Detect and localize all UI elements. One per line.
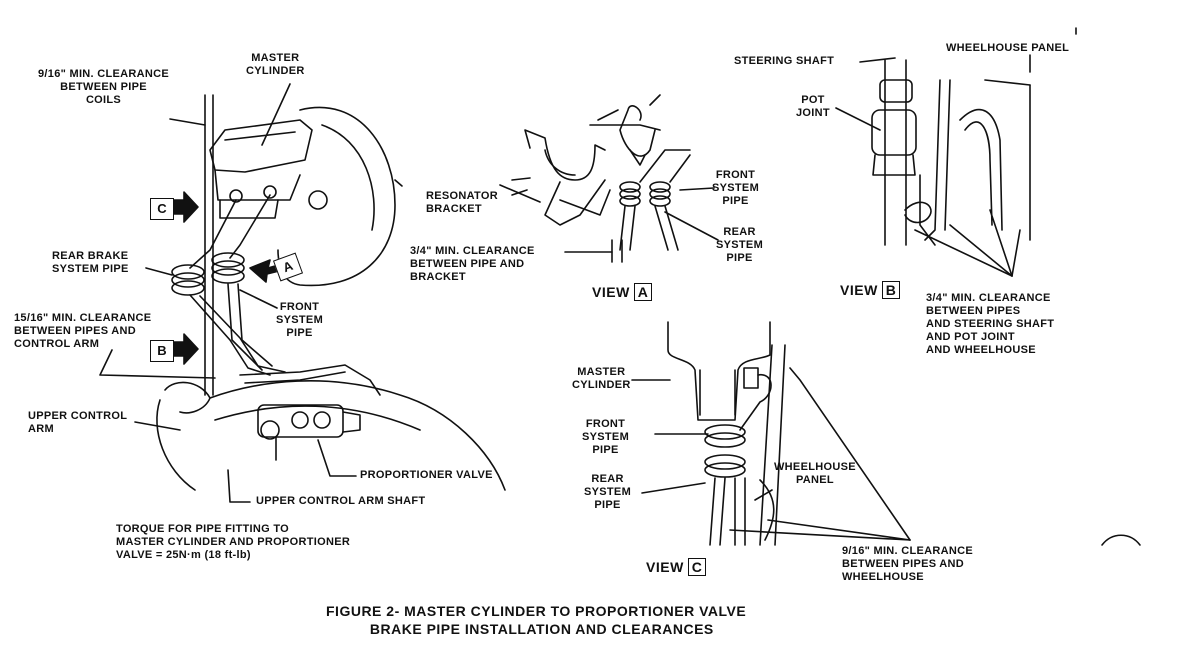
view-b-label-pot-joint: POT JOINT — [796, 94, 830, 119]
view-c-label-front-system-pipe: FRONT SYSTEM PIPE — [582, 418, 630, 456]
label-clearance-pipe-coils: 9/16" MIN. CLEARANCE BETWEEN PIPE COILS — [38, 68, 170, 106]
view-c-drawing — [631, 321, 911, 546]
view-c-letter-box: C — [687, 558, 707, 576]
view-b-letter-box: B — [881, 281, 901, 299]
view-b-drawing — [835, 54, 1031, 277]
view-b-label-steering-shaft: STEERING SHAFT — [734, 55, 835, 67]
view-a-letter-box: A — [633, 283, 653, 301]
view-c-arrow-label: C — [150, 198, 174, 220]
view-c-label-wheelhouse-panel: WHEELHOUSE PANEL — [774, 461, 856, 486]
view-a-label-front-system-pipe: FRONT SYSTEM PIPE — [712, 169, 760, 207]
label-upper-control-arm: UPPER CONTROL ARM — [28, 410, 128, 435]
view-b-arrow-label: B — [150, 340, 174, 362]
view-b-label-wheelhouse-panel: WHEELHOUSE PANEL — [946, 42, 1070, 54]
view-c-label-master-cylinder: MASTER CYLINDER — [572, 366, 631, 391]
view-c-label-clearance: 9/16" MIN. CLEARANCE BETWEEN PIPES AND W… — [842, 545, 974, 583]
rear-pipe-coil — [171, 264, 205, 296]
view-a-label-clearance: 3/4" MIN. CLEARANCE BETWEEN PIPE AND BRA… — [410, 245, 535, 283]
label-upper-control-arm-shaft: UPPER CONTROL ARM SHAFT — [256, 495, 426, 507]
label-proportioner-valve: PROPORTIONER VALVE — [360, 469, 493, 481]
view-a-coils — [619, 181, 671, 207]
view-a-label-resonator-bracket: RESONATOR BRACKET — [426, 190, 498, 215]
corner-mark — [1101, 534, 1141, 546]
figure-caption: FIGURE 2- MASTER CYLINDER TO PROPORTIONE… — [326, 603, 747, 637]
view-c-coils — [704, 424, 746, 478]
main-view-drawing — [99, 83, 506, 503]
front-pipe-coil — [211, 252, 245, 284]
label-front-system-pipe: FRONT SYSTEM PIPE — [276, 301, 324, 339]
label-master-cylinder: MASTER CYLINDER — [246, 52, 305, 77]
label-rear-brake-system-pipe: REAR BRAKE SYSTEM PIPE — [52, 250, 129, 275]
view-a-drawing — [499, 94, 719, 263]
proportioner-valve — [257, 404, 361, 461]
view-a-label-rear-system-pipe: REAR SYSTEM PIPE — [716, 226, 764, 264]
label-clearance-control-arm: 15/16" MIN. CLEARANCE BETWEEN PIPES AND … — [14, 312, 152, 350]
view-b-label-clearance: 3/4" MIN. CLEARANCE BETWEEN PIPES AND ST… — [926, 292, 1055, 356]
view-c-label-rear-system-pipe: REAR SYSTEM PIPE — [584, 473, 632, 511]
torque-note: TORQUE FOR PIPE FITTING TO MASTER CYLIND… — [116, 523, 351, 561]
